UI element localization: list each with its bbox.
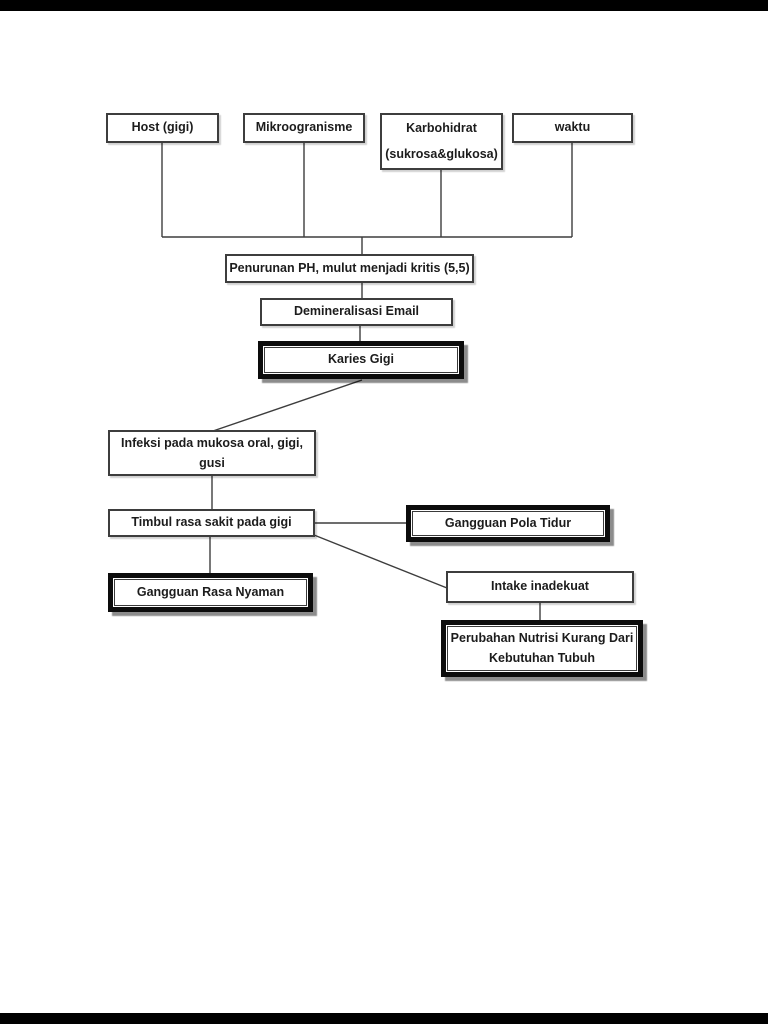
node-label: Intake inadekuat [491, 579, 589, 594]
edge-timbul-intake [313, 534, 448, 589]
bottom-scan-edge-bar [0, 1013, 768, 1024]
flow-node-perubahan-nutrisi: Perubahan Nutrisi Kurang Dari Kebutuhan … [441, 620, 643, 677]
flow-node-penurunan-ph: Penurunan PH, mulut menjadi kritis (5,5) [225, 254, 474, 283]
flow-node-infeksi-mukosa: Infeksi pada mukosa oral, gigi, gusi [108, 430, 316, 476]
thick-box-inner-frame: Gangguan Pola Tidur [412, 511, 604, 536]
thick-box-inner-frame: Gangguan Rasa Nyaman [114, 579, 307, 606]
node-label: Karies Gigi [328, 352, 394, 367]
flow-node-karbohidrat: Karbohidrat (sukrosa&glukosa) [380, 113, 503, 170]
node-label: Gangguan Pola Tidur [444, 515, 572, 530]
flow-node-waktu: waktu [512, 113, 633, 143]
flow-node-gangguan-pola-tidur: Gangguan Pola Tidur [406, 505, 610, 542]
node-label: Karbohidrat [406, 120, 477, 135]
flow-node-gangguan-rasa-nyaman: Gangguan Rasa Nyaman [108, 573, 313, 612]
flow-node-demineralisasi-email: Demineralisasi Email [260, 298, 453, 326]
node-label: Timbul rasa sakit pada gigi [131, 515, 292, 530]
top-scan-edge-bar [0, 0, 768, 11]
node-label: Host (gigi) [131, 120, 194, 135]
node-label: waktu [554, 120, 591, 135]
node-label: Penurunan PH, mulut menjadi kritis (5,5) [229, 260, 470, 275]
node-label: Demineralisasi Email [293, 304, 420, 319]
flow-node-intake-inadekuat: Intake inadekuat [446, 571, 634, 603]
node-label-line2: gusi [199, 456, 225, 470]
thick-box-inner-frame: Karies Gigi [264, 347, 458, 373]
node-label: Mikroogranisme [255, 120, 353, 135]
flow-node-mikroogranisme: Mikroogranisme [243, 113, 365, 143]
flow-node-host-gigi: Host (gigi) [106, 113, 219, 143]
flow-node-karies-gigi: Karies Gigi [258, 341, 464, 379]
edge-karies-infeksi [212, 379, 363, 432]
node-label-line2: Kebutuhan Tubuh [489, 650, 595, 665]
node-label: Infeksi pada mukosa oral, gigi, [121, 436, 303, 450]
thick-box-inner-frame: Perubahan Nutrisi Kurang Dari Kebutuhan … [447, 626, 637, 671]
node-label: Gangguan Rasa Nyaman [136, 584, 285, 599]
node-label-line2: (sukrosa&glukosa) [385, 146, 498, 161]
node-label: Perubahan Nutrisi Kurang Dari [450, 631, 634, 646]
flow-node-timbul-rasa-sakit: Timbul rasa sakit pada gigi [108, 509, 315, 537]
